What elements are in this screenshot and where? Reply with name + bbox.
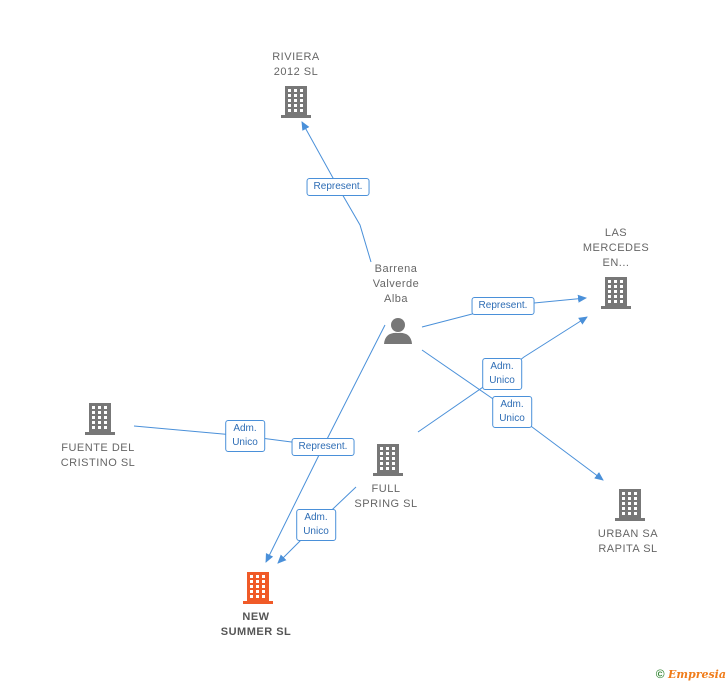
edge-label-text: Unico xyxy=(232,437,258,448)
edge-line-e1 xyxy=(301,121,372,263)
node-label-line: Barrena xyxy=(374,263,418,275)
node-label-line: SUMMER SL xyxy=(220,626,292,638)
building-icon[interactable] xyxy=(281,86,311,118)
edge-label-e1[interactable]: Represent. xyxy=(306,178,370,196)
copyright-symbol: © xyxy=(655,667,665,681)
edge-label-e4[interactable]: Adm. Unico xyxy=(492,396,532,428)
edge-label-e3[interactable]: Adm. Unico xyxy=(482,358,522,390)
edge-label-text: Adm. xyxy=(500,399,524,410)
edge-label-text: Adm. xyxy=(233,423,257,434)
node-label-urban[interactable]: URBAN SA RAPITA SL xyxy=(598,527,658,557)
node-label-line: LAS xyxy=(604,227,628,239)
building-icon[interactable] xyxy=(373,444,403,476)
edge-label-e5[interactable]: Adm. Unico xyxy=(225,420,265,452)
edge-label-e6[interactable]: Represent. xyxy=(291,438,355,456)
building-icon[interactable] xyxy=(243,572,273,604)
node-label-full-spring[interactable]: FULL SPRING SL xyxy=(354,482,417,512)
node-label-line: EN... xyxy=(602,257,630,269)
node-label-line: NEW xyxy=(242,611,270,623)
footer-credit: © Empresia xyxy=(656,667,726,681)
building-icon[interactable] xyxy=(85,403,115,435)
node-label-riviera[interactable]: RIVIERA 2012 SL xyxy=(272,50,320,80)
node-label-line: Valverde xyxy=(372,278,420,290)
empresia-logo[interactable]: Empresia xyxy=(667,668,726,681)
edge-label-text: Adm. xyxy=(304,512,328,523)
building-icon[interactable] xyxy=(615,489,645,521)
node-label-line: CRISTINO SL xyxy=(60,457,136,469)
person-icon[interactable] xyxy=(384,318,412,344)
edge-label-text: Represent. xyxy=(298,441,348,452)
edge-label-text: Adm. xyxy=(490,361,514,372)
edge-label-text: Unico xyxy=(499,413,525,424)
node-label-line: URBAN SA xyxy=(597,528,659,540)
edge-label-text: Unico xyxy=(303,526,329,537)
node-label-line: FUENTE DEL xyxy=(61,442,135,454)
edge-label-text: Represent. xyxy=(478,300,528,311)
node-label-line: Alba xyxy=(383,293,409,305)
edge-label-e7[interactable]: Adm. Unico xyxy=(296,509,336,541)
node-label-line: SPRING SL xyxy=(354,498,418,510)
edge-label-text: Represent. xyxy=(313,181,363,192)
node-label-las-mercedes[interactable]: LAS MERCEDES EN... xyxy=(583,226,649,271)
node-label-line: 2012 SL xyxy=(273,66,319,78)
edge-label-e2[interactable]: Represent. xyxy=(471,297,535,315)
edge-label-text: Unico xyxy=(489,375,515,386)
node-label-line: FULL xyxy=(371,483,401,495)
building-icon[interactable] xyxy=(601,277,631,309)
node-label-fuente[interactable]: FUENTE DEL CRISTINO SL xyxy=(61,441,136,471)
node-label-new-summer[interactable]: NEW SUMMER SL xyxy=(221,610,292,640)
node-label-line: RAPITA SL xyxy=(598,543,658,555)
node-label-line: MERCEDES xyxy=(582,242,650,254)
node-label-line: RIVIERA xyxy=(272,51,320,63)
